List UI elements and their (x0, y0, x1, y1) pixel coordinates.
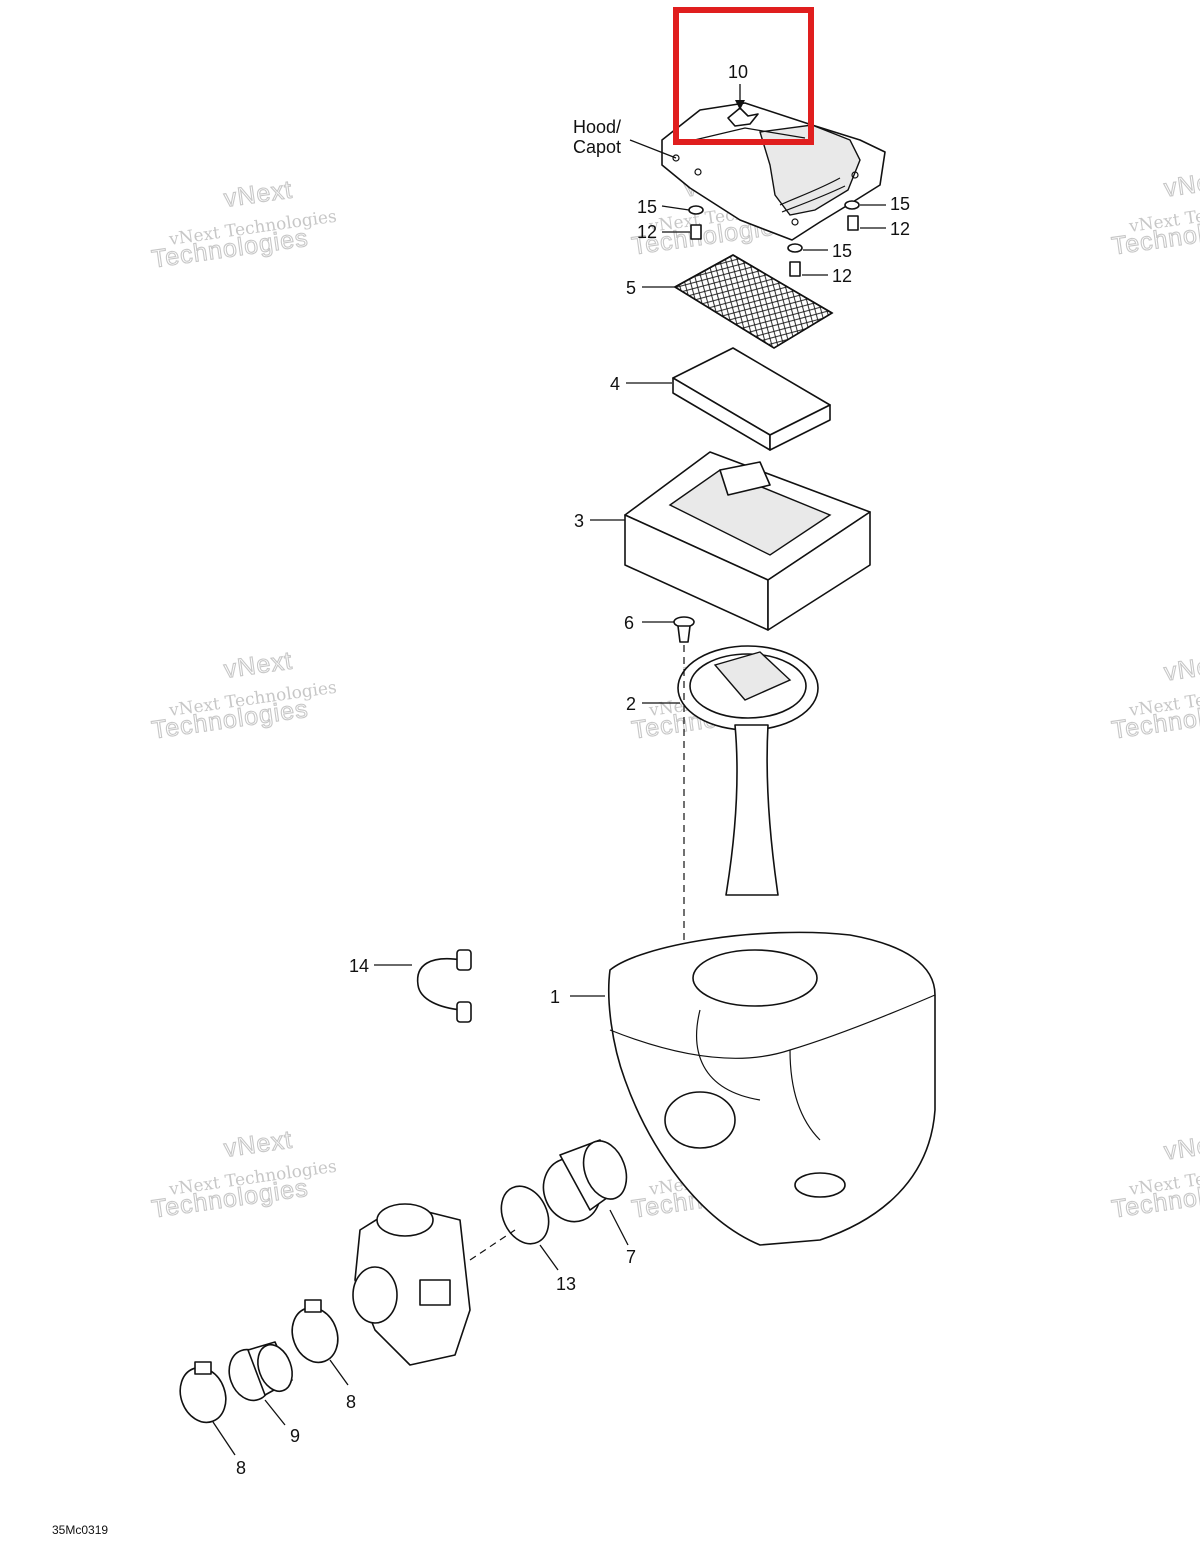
callout-13: 13 (556, 1274, 576, 1294)
part-1-airbox (570, 931, 936, 1246)
callout-15-center: 15 (832, 241, 852, 261)
watermark-right-bottom: vNext vNext Technologies Technologies (1109, 1128, 1200, 1224)
svg-text:vNext: vNext (1162, 1128, 1200, 1165)
part-2-intake-tube (642, 645, 819, 896)
callout-5: 5 (626, 278, 636, 298)
carburetor (352, 1203, 516, 1366)
callout-6: 6 (624, 613, 634, 633)
callout-12-center: 12 (832, 266, 852, 286)
part-8-clamp-lower (179, 1361, 236, 1456)
svg-text:vNext: vNext (222, 647, 294, 684)
part-9-hose (228, 1341, 293, 1426)
callout-8-upper: 8 (346, 1392, 356, 1412)
part-8-clamp-upper (291, 1299, 349, 1386)
callout-10: 10 (728, 62, 748, 82)
part-5-mesh-screen (642, 254, 834, 349)
watermark-left-bottom: vNext vNext Technologies Technologies (149, 1125, 338, 1224)
callout-9: 9 (290, 1426, 300, 1446)
watermark-right-top: vNext vNext Technologies Technologies (1109, 165, 1200, 261)
callout-12-left: 12 (637, 222, 657, 242)
svg-text:vNext: vNext (222, 176, 294, 213)
svg-text:vNext: vNext (1162, 165, 1200, 202)
hood-label: Hood/ (573, 117, 621, 137)
callout-2: 2 (626, 694, 636, 714)
part-4-filter-pad (626, 347, 831, 451)
callout-15-right: 15 (890, 194, 910, 214)
callout-12-right: 12 (890, 219, 910, 239)
part-13-ring-clamp (500, 1185, 559, 1271)
highlight-box-part-10 (673, 7, 814, 145)
callout-4: 4 (610, 374, 620, 394)
callout-1: 1 (550, 987, 560, 1007)
watermark-left-mid: vNext vNext Technologies Technologies (149, 646, 338, 745)
callout-15-left: 15 (637, 197, 657, 217)
callout-8-lower: 8 (236, 1458, 246, 1478)
callout-7: 7 (626, 1247, 636, 1267)
part-3-foam-frame (590, 451, 871, 631)
hood-label-fr: Capot (573, 137, 621, 157)
hood-cover-assembly (629, 84, 886, 241)
diagram-code: 35Mc0319 (52, 1523, 108, 1537)
callout-14: 14 (349, 956, 369, 976)
svg-text:vNext: vNext (222, 1126, 294, 1163)
fasteners-12-15 (661, 200, 886, 277)
part-6-plug (642, 616, 695, 643)
svg-text:vNext: vNext (1162, 649, 1200, 686)
watermark-left-top: vNext vNext Technologies Technologies (149, 175, 338, 274)
part-7-boot (542, 1139, 629, 1246)
callout-3: 3 (574, 511, 584, 531)
watermark-right-mid: vNext vNext Technologies Technologies (1109, 649, 1200, 745)
part-14-strap (374, 949, 472, 1023)
